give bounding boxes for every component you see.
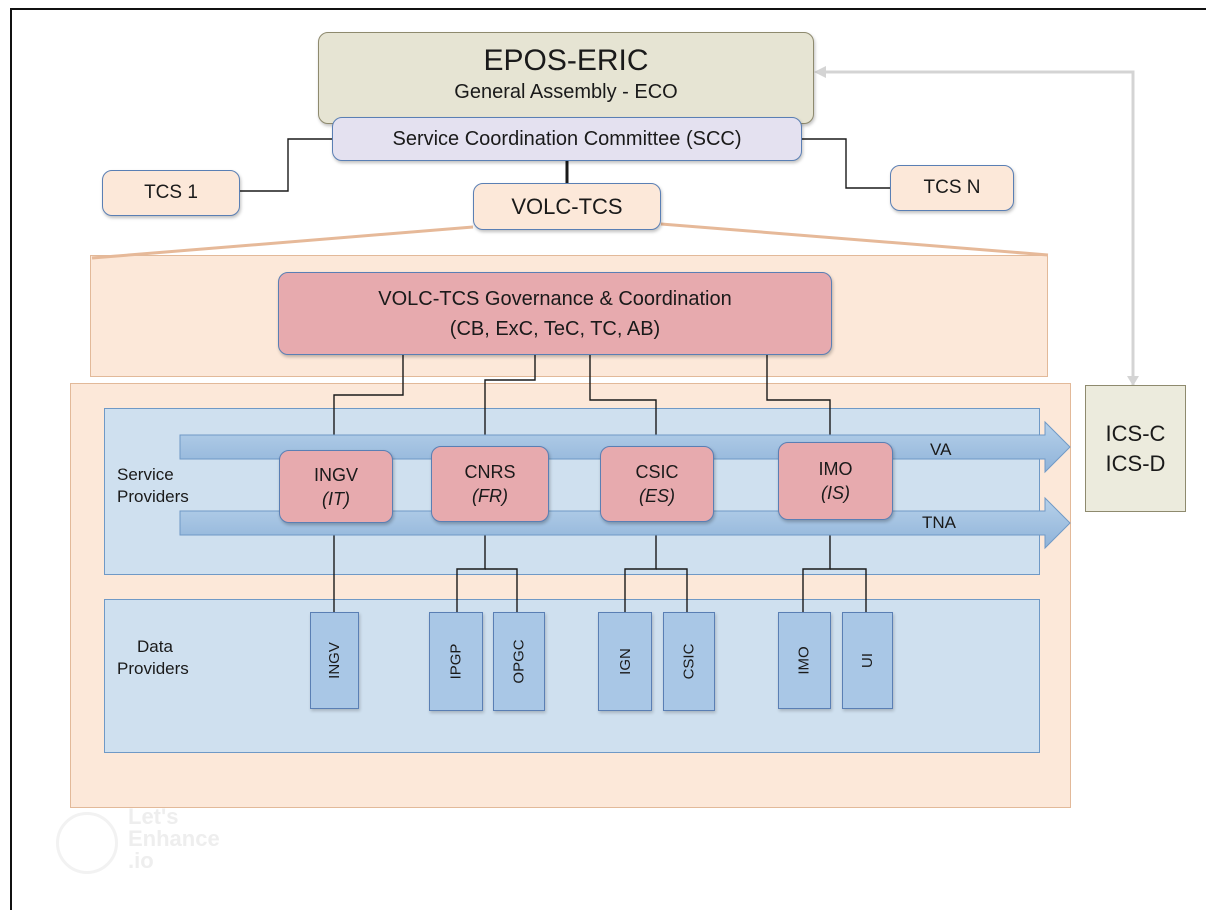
data-provider-ui: UI xyxy=(842,612,893,709)
provider-name: CSIC xyxy=(635,462,679,482)
data-provider-label: IGN xyxy=(616,648,634,675)
data-provider-ingv: INGV xyxy=(310,612,359,709)
provider-imo: IMO (IS) xyxy=(778,442,893,520)
tcsn-box: TCS N xyxy=(890,165,1014,211)
va-label: VA xyxy=(930,440,952,459)
coordination-bodies: (CB, ExC, TeC, TC, AB) xyxy=(449,317,661,340)
imo-ui-connector xyxy=(830,568,867,612)
gov-ingv-connector xyxy=(333,355,404,450)
data-provider-csic: CSIC xyxy=(663,612,715,711)
ics-c-label: ICS-C xyxy=(1105,420,1166,446)
data-label-line2: Providers xyxy=(117,659,189,678)
service-providers-label: Service Providers xyxy=(117,464,189,508)
csic-data-connector xyxy=(624,520,657,612)
data-provider-label: IMO xyxy=(796,646,813,675)
ics-box: ICS-C ICS-D xyxy=(1085,385,1186,512)
data-label-line1: Data xyxy=(137,637,173,656)
tna-arrow xyxy=(179,496,1071,550)
diagram-frame xyxy=(10,8,1206,910)
provider-country: (IS) xyxy=(821,483,850,503)
coordination-title: VOLC-TCS Governance & Coordination xyxy=(378,287,732,310)
watermark-line2: Enhance xyxy=(128,826,220,851)
volc-expand-right xyxy=(660,222,1049,257)
data-providers-label: Data Providers xyxy=(117,636,189,680)
volc-expand-left xyxy=(91,225,474,260)
watermark-logo-icon xyxy=(56,812,118,874)
tna-label: TNA xyxy=(922,513,956,532)
data-provider-label: IPGP xyxy=(447,643,465,680)
provider-name: CNRS xyxy=(464,462,516,482)
gov-cnrs-connector xyxy=(484,355,536,450)
cnrs-opgc-connector xyxy=(485,568,518,612)
epos-eric-title: EPOS-ERIC xyxy=(483,44,649,77)
provider-country: (IT) xyxy=(322,488,350,509)
watermark: Let's Enhance .io xyxy=(128,806,220,872)
provider-ingv: INGV (IT) xyxy=(279,450,393,523)
ics-d-label: ICS-D xyxy=(1105,450,1166,476)
csic-csic-connector xyxy=(656,568,688,612)
provider-cnrs: CNRS (FR) xyxy=(431,446,549,522)
volc-tcs-label: VOLC-TCS xyxy=(511,193,623,219)
watermark-line3: .io xyxy=(128,848,154,873)
data-provider-opgc: OPGC xyxy=(493,612,545,711)
data-provider-label: UI xyxy=(859,653,876,668)
watermark-line1: Let's xyxy=(128,804,179,829)
service-label-line2: Providers xyxy=(117,487,189,506)
scc-tcsn-connector xyxy=(802,138,890,189)
tcs1-box: TCS 1 xyxy=(102,170,240,216)
provider-name: INGV xyxy=(313,464,358,485)
data-provider-ign: IGN xyxy=(598,612,652,711)
imo-data-connector xyxy=(802,520,831,612)
tcs1-label: TCS 1 xyxy=(144,182,198,203)
service-label-line1: Service xyxy=(117,465,174,484)
gov-csic-connector xyxy=(589,355,657,450)
volc-tcs-box: VOLC-TCS xyxy=(473,183,661,230)
tcsn-label: TCS N xyxy=(923,177,981,198)
cnrs-data-connector xyxy=(456,520,486,612)
scc-tcs1-connector xyxy=(240,138,332,192)
data-provider-label: INGV xyxy=(326,642,343,679)
volc-governance-coordination-box: VOLC-TCS Governance & Coordination (CB, … xyxy=(278,272,832,355)
ics-feedback-arrow xyxy=(822,70,1135,385)
data-provider-label: OPGC xyxy=(510,639,528,684)
provider-country: (ES) xyxy=(639,486,675,506)
scc-box: Service Coordination Committee (SCC) xyxy=(332,117,802,161)
provider-name: IMO xyxy=(818,459,853,479)
scc-label: Service Coordination Committee (SCC) xyxy=(392,127,742,150)
data-provider-imo: IMO xyxy=(778,612,831,709)
epos-eric-box: EPOS-ERIC General Assembly - ECO xyxy=(318,32,814,124)
general-assembly-label: General Assembly - ECO xyxy=(454,81,678,103)
data-provider-ipgp: IPGP xyxy=(429,612,483,711)
provider-csic: CSIC (ES) xyxy=(600,446,714,522)
data-provider-label: CSIC xyxy=(680,643,698,680)
provider-country: (FR) xyxy=(472,486,508,506)
gov-imo-connector xyxy=(766,355,831,445)
